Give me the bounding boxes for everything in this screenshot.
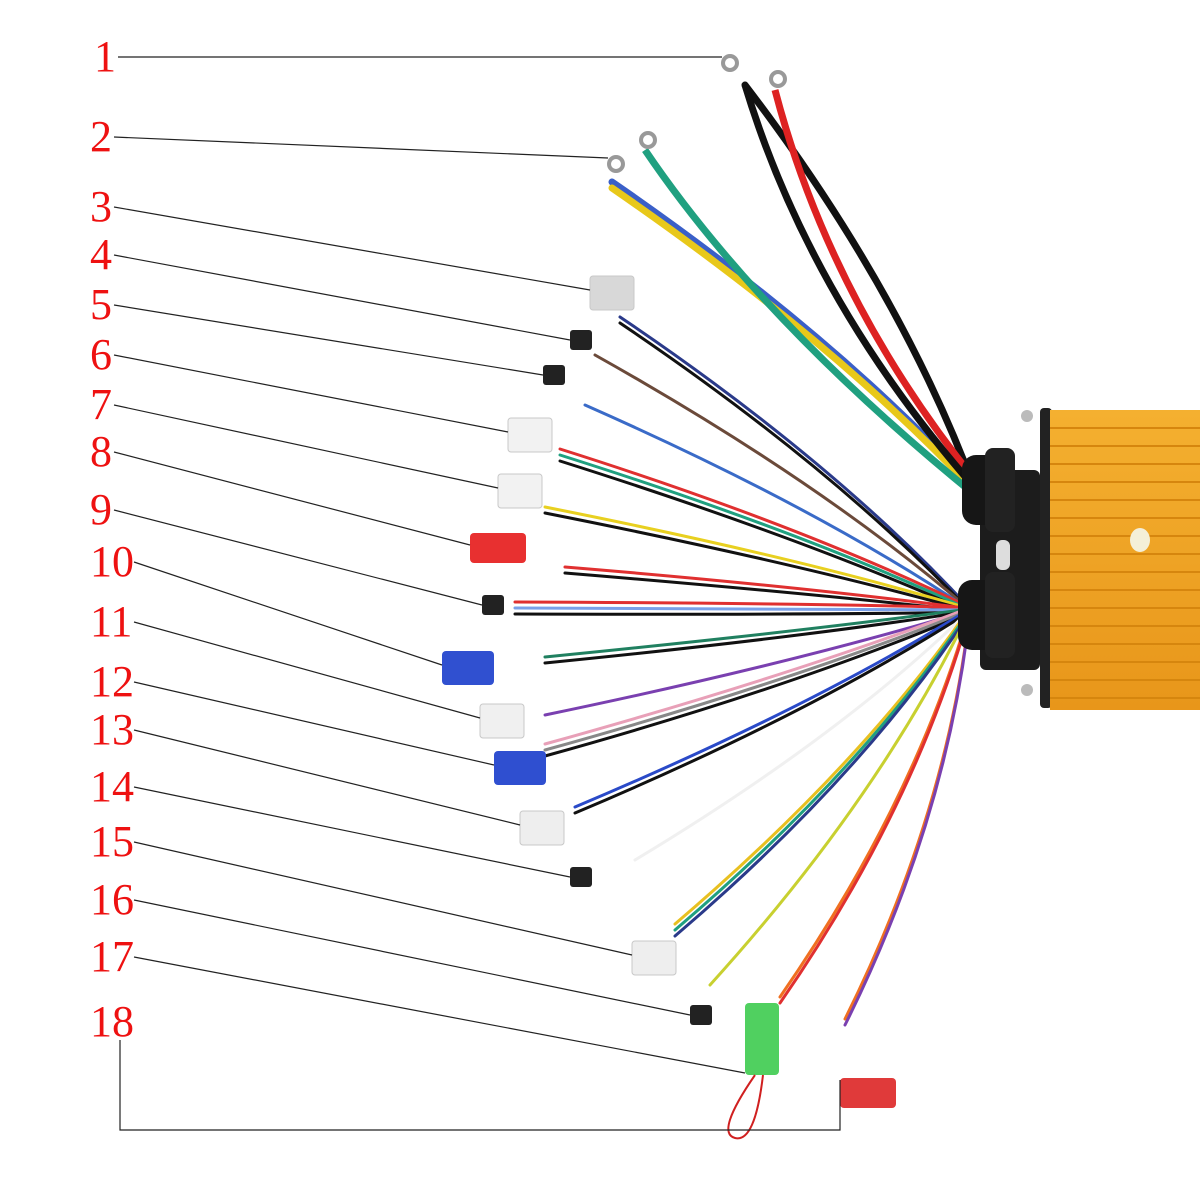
leader-line-10 [133,561,443,666]
wire [543,610,972,758]
leader-line-15 [133,841,633,956]
screw-icon [1021,684,1033,696]
callout-label-15: 15 [90,817,134,866]
leader-line-18 [119,1040,841,1131]
connector-13 [519,810,565,846]
wire [583,403,972,612]
connector-12 [494,751,546,785]
connector-2 [607,131,657,173]
callout-label-7: 7 [90,380,112,429]
connector-1 [721,54,787,88]
leader-line-2 [113,136,609,159]
wire [513,600,972,610]
callout-label-9: 9 [90,485,112,534]
leader-line-8 [113,451,471,546]
wire [513,610,972,616]
wire [573,609,972,815]
leader-line-3 [113,206,591,291]
callout-label-16: 16 [90,875,134,924]
wire [558,459,972,614]
wire [618,321,972,613]
callout-label-11: 11 [90,597,133,646]
leader-line-11 [133,621,481,719]
wire [673,610,972,938]
wire [673,608,972,932]
wire [513,606,972,612]
connector-6 [507,417,553,453]
connector-7 [497,473,543,509]
connector-4 [570,330,592,350]
wire [558,453,972,612]
wire [593,353,972,612]
cable-gland-top [962,448,1015,532]
leader-line-17 [133,956,746,1074]
mount-slot [996,540,1010,570]
leader-line-16 [133,899,691,1016]
leader-line-13 [133,729,521,826]
connector-14 [570,867,592,887]
connector-18 [840,1078,896,1108]
wire [618,315,972,611]
screw-icon [1021,410,1033,422]
connector-3 [589,275,635,311]
wire [771,89,978,483]
wire [558,447,972,610]
connector-9 [482,595,504,615]
wire [573,607,972,809]
callout-label-2: 2 [90,112,112,161]
wire [741,81,979,494]
connector-10 [442,651,494,685]
callout-label-10: 10 [90,537,134,586]
wire [778,609,972,1005]
wire [741,83,978,491]
leader-line-5 [113,304,544,376]
callout-label-1: 1 [94,32,116,81]
connector-8 [470,533,526,563]
leader-line-6 [113,354,509,433]
callout-label-6: 6 [90,330,112,379]
callout-label-8: 8 [90,427,112,476]
wire [843,609,972,1027]
callout-label-12: 12 [90,657,134,706]
wire [543,608,972,752]
heatsink-fins [1050,427,1200,699]
leader-line-7 [113,404,499,489]
wire [543,606,972,746]
wire [543,609,972,665]
leader-line-12 [133,681,495,766]
leader-lines [113,56,841,1131]
connector-11 [479,703,525,739]
leader-line-14 [133,786,571,878]
callout-label-14: 14 [90,762,134,811]
leader-line-9 [113,509,483,606]
wire [543,607,972,659]
housing-hole [1130,528,1150,552]
wire [543,505,972,611]
connector-17 [727,1003,779,1140]
wire [608,184,979,495]
wire [642,148,978,498]
wire [673,606,972,926]
wire [708,608,972,987]
callout-label-18: 18 [90,997,134,1046]
leader-line-4 [113,254,571,341]
callout-label-5: 5 [90,280,112,329]
connectors [442,54,896,1140]
wire [633,608,972,862]
callout-label-4: 4 [90,230,112,279]
wire [543,511,972,613]
wire-bundle [513,81,979,1027]
callout-label-17: 17 [90,932,134,981]
connector-15 [631,940,677,976]
connector-5 [543,365,565,385]
wire [563,565,972,611]
loop-wire [727,1074,764,1140]
callout-label-3: 3 [90,182,112,231]
cable-gland-bottom [958,572,1015,658]
callout-label-13: 13 [90,705,134,754]
connector-16 [690,1005,712,1025]
